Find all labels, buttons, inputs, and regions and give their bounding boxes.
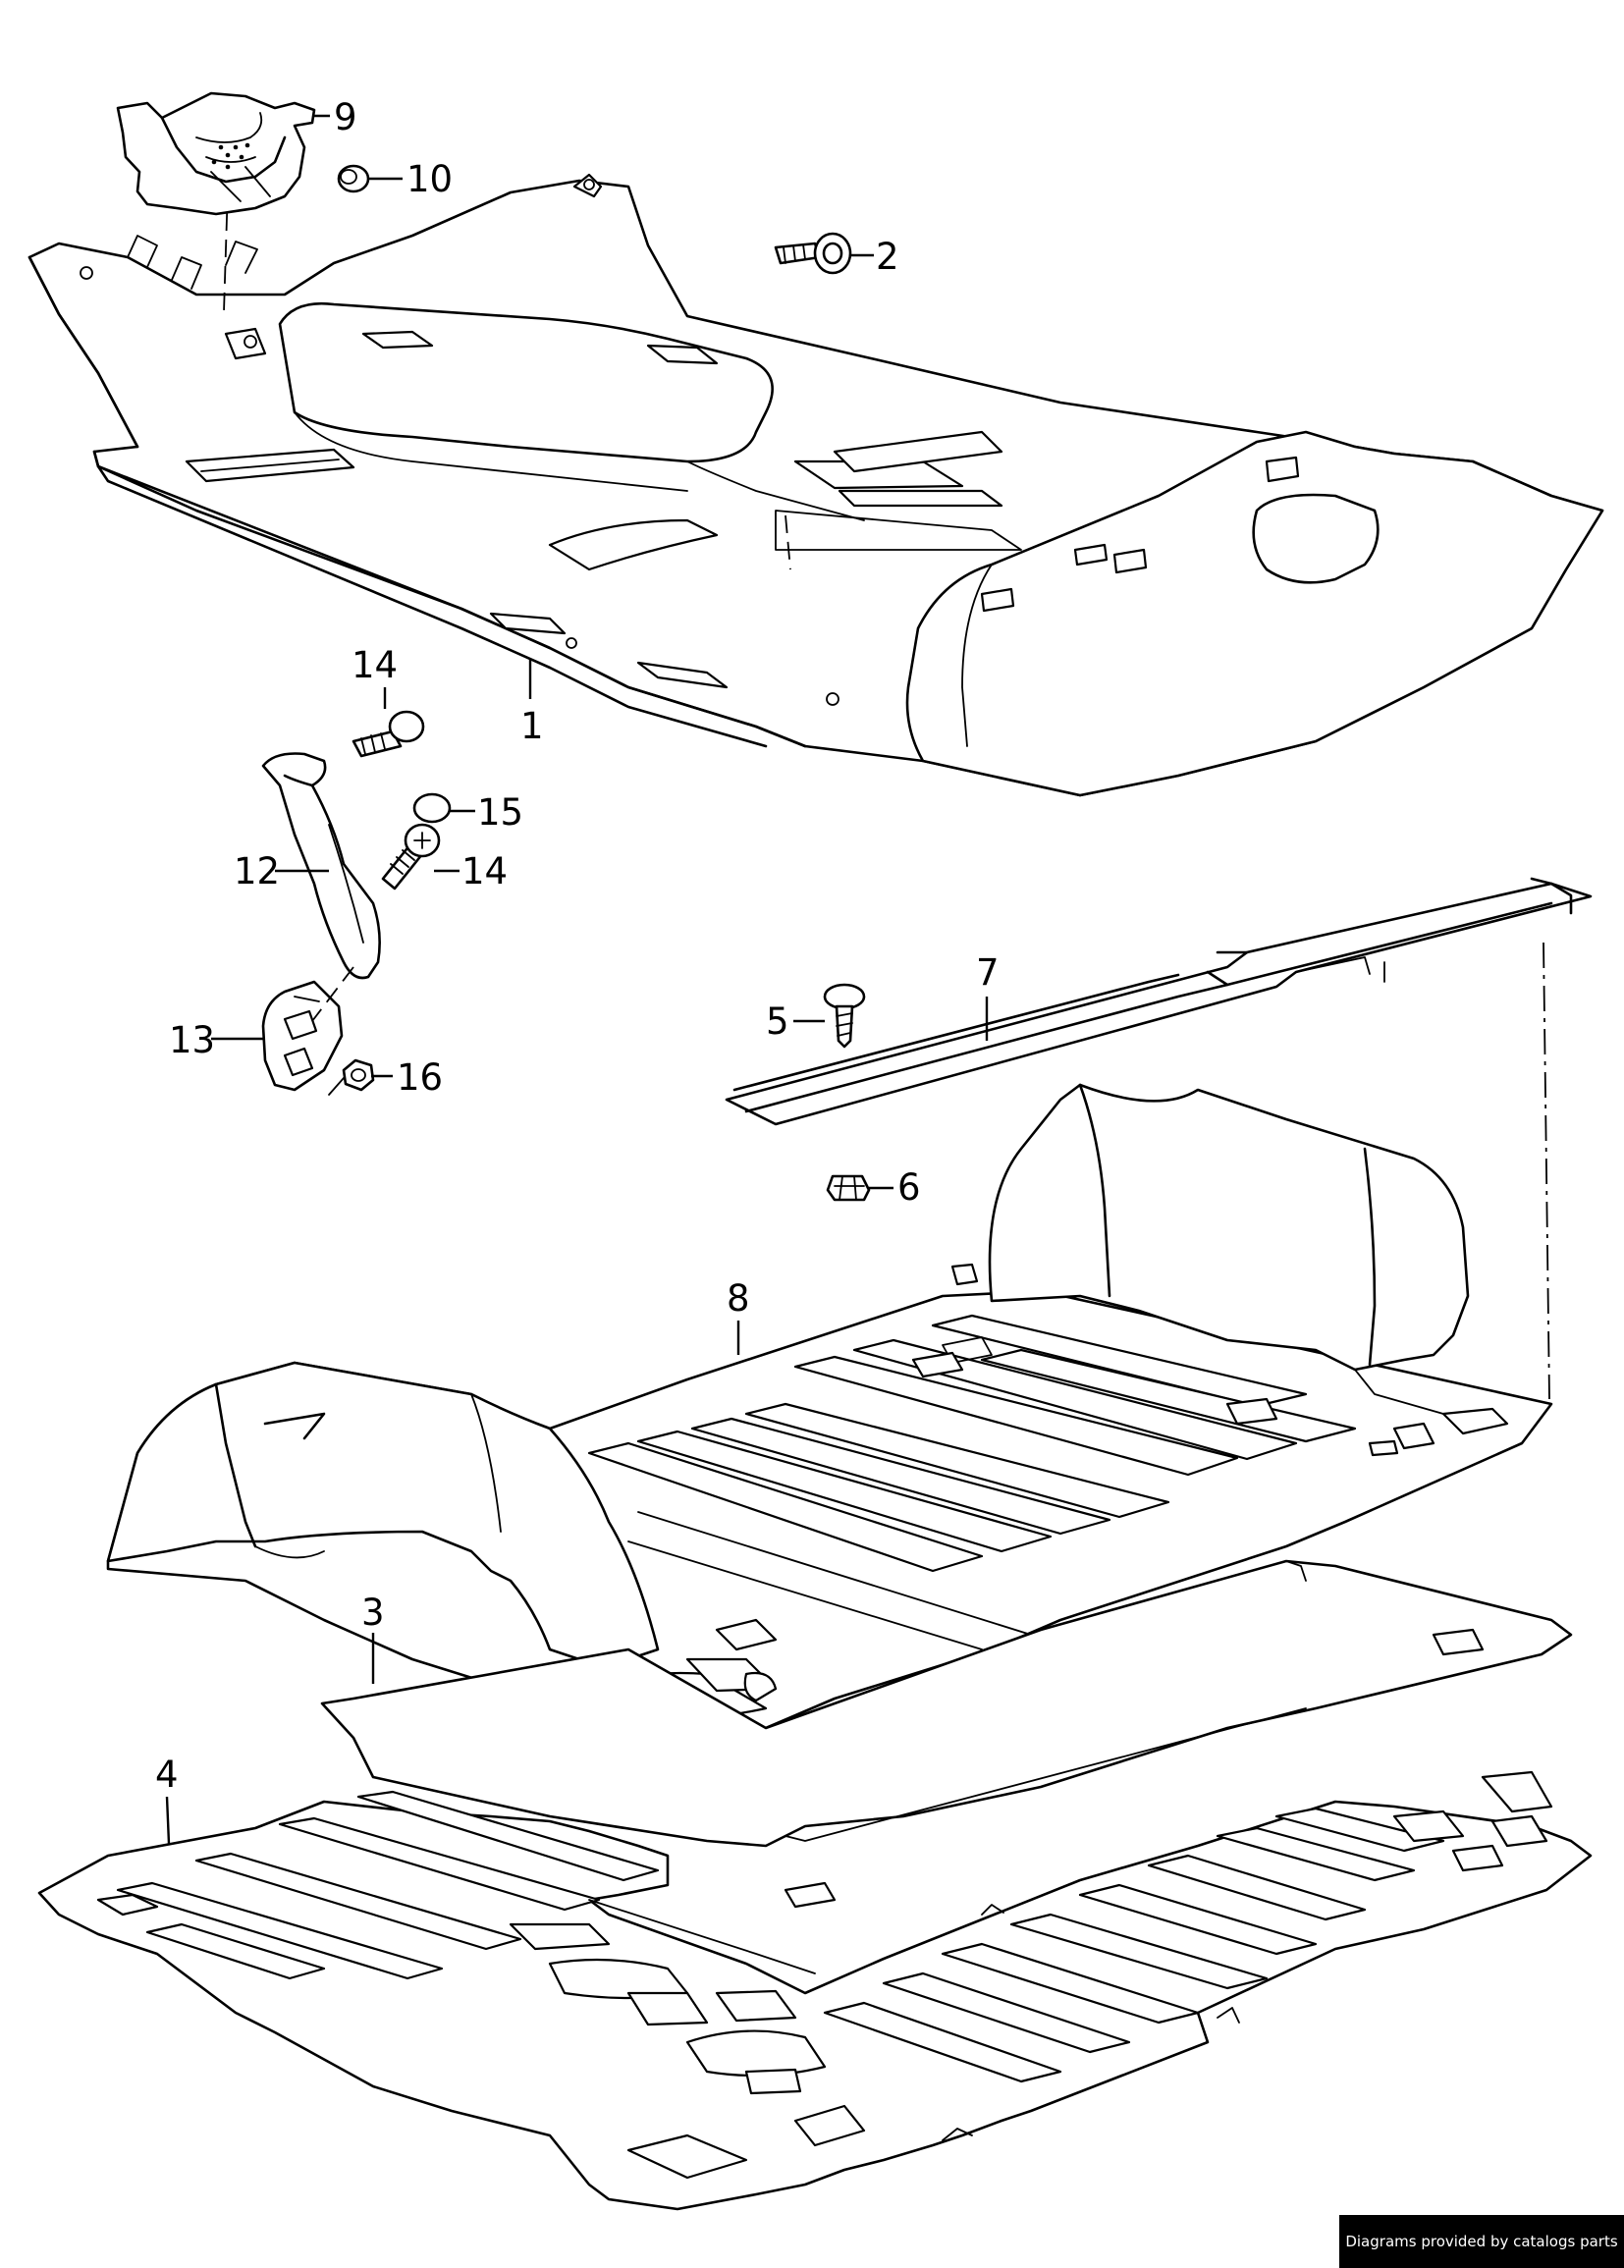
part-7-rail xyxy=(725,877,1593,1126)
part-5-screw xyxy=(823,983,866,1049)
callout-8: 8 xyxy=(727,1277,750,1320)
callout-labels: 9 10 2 1 14 15 12 14 13 16 5 7 6 8 3 4 xyxy=(155,96,1000,1796)
part-14-screw-lower xyxy=(381,823,441,891)
diagram-credit-badge: Diagrams provided by catalogs parts xyxy=(1339,2215,1624,2268)
callout-5: 5 xyxy=(766,1000,789,1043)
part-6-nut xyxy=(826,1174,871,1202)
part-12-strap xyxy=(261,752,381,980)
callout-4: 4 xyxy=(155,1754,179,1796)
callout-14-upper: 14 xyxy=(352,644,398,686)
callout-15: 15 xyxy=(477,791,523,834)
callout-16: 16 xyxy=(397,1056,443,1099)
diagram-credit-text: Diagrams provided by catalogs parts xyxy=(1345,2233,1618,2250)
callout-1: 1 xyxy=(520,705,544,747)
part-4-floor-mat xyxy=(37,1770,1593,2211)
part-1-front-floor-pan xyxy=(27,173,1604,797)
part-9-bracket xyxy=(116,91,316,216)
callout-leaders xyxy=(165,114,989,1845)
alignment-line-right xyxy=(1543,942,1550,1400)
callout-12: 12 xyxy=(234,850,280,892)
callout-14-lower: 14 xyxy=(461,850,508,892)
callout-2: 2 xyxy=(876,236,899,278)
callout-6: 6 xyxy=(897,1166,921,1209)
part-13-clip-bracket xyxy=(261,966,354,1092)
part-3-under-panel xyxy=(320,1559,1573,1848)
part-14-screw-upper xyxy=(352,710,425,758)
callout-13: 13 xyxy=(169,1019,215,1061)
part-16-nut xyxy=(328,1058,375,1096)
callout-7: 7 xyxy=(976,951,1000,994)
part-15-cap xyxy=(412,792,452,824)
part-10-plug xyxy=(337,164,370,193)
callout-9: 9 xyxy=(334,96,357,138)
part-2-screw-with-washer xyxy=(774,232,852,275)
part-8-rear-floor xyxy=(106,1083,1553,1769)
callout-10: 10 xyxy=(406,158,453,200)
callout-3: 3 xyxy=(361,1592,385,1634)
